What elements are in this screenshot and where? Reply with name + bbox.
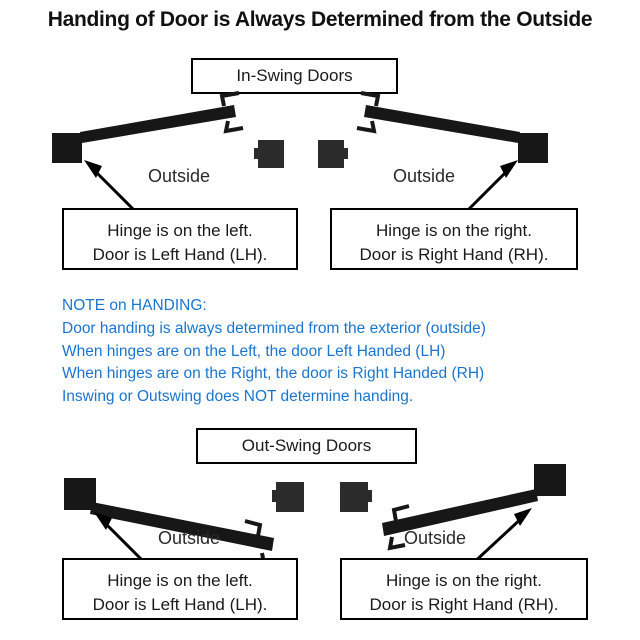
outside-label-inswing-left: Outside <box>148 166 211 186</box>
callout-inswing-left: Hinge is on the left. Door is Left Hand … <box>62 208 298 270</box>
hinge-block-icon <box>64 478 96 510</box>
outside-label-inswing-right: Outside <box>393 166 456 186</box>
section-header-inswing: In-Swing Doors <box>191 58 398 94</box>
callout-line-1: Hinge is on the left. <box>107 571 253 590</box>
outside-label-outswing-right: Outside <box>404 528 467 548</box>
hinge-block-icon <box>518 133 548 163</box>
door-slab-icon <box>80 105 236 143</box>
callout-inswing-right: Hinge is on the right. Door is Right Han… <box>330 208 578 270</box>
callout-line-2: Door is Left Hand (LH). <box>92 595 268 615</box>
callout-line-1: Hinge is on the right. <box>376 221 532 240</box>
callout-line-1: Hinge is on the right. <box>386 571 542 590</box>
callout-line-2: Door is Left Hand (LH). <box>92 245 268 265</box>
hinge-block-icon <box>52 133 82 163</box>
section-header-outswing: Out-Swing Doors <box>196 428 417 464</box>
note-on-handing-block: NOTE on HANDING: Door handing is always … <box>62 295 602 409</box>
callout-outswing-left: Hinge is on the left. Door is Left Hand … <box>62 558 298 620</box>
door-slab-icon <box>364 105 520 143</box>
door-handle-icon <box>356 91 381 134</box>
center-jamb-blocks-outswing <box>272 482 372 512</box>
outside-label-outswing-left: Outside <box>158 528 221 548</box>
note-line-2: Door handing is always determined from t… <box>62 319 486 337</box>
door-handle-icon <box>219 91 244 134</box>
page-title: Handing of Door is Always Determined fro… <box>47 8 593 31</box>
callout-line-1: Hinge is on the left. <box>107 221 253 240</box>
outswing-right-door <box>382 464 566 568</box>
inswing-left-door <box>52 91 244 218</box>
center-jamb-blocks-inswing <box>254 140 348 168</box>
note-line-3: When hinges are on the Left, the door Le… <box>62 342 446 360</box>
callout-line-2: Door is Right Hand (RH). <box>359 245 549 265</box>
inswing-right-door <box>356 91 548 218</box>
note-line-4: When hinges are on the Right, the door i… <box>62 365 485 383</box>
hinge-block-icon <box>534 464 566 496</box>
note-line-5: Inswing or Outswing does NOT determine h… <box>62 388 414 406</box>
note-line-1: NOTE on HANDING: <box>62 297 207 314</box>
callout-outswing-right: Hinge is on the right. Door is Right Han… <box>340 558 588 620</box>
outswing-left-door <box>64 478 274 568</box>
callout-line-2: Door is Right Hand (RH). <box>369 595 559 615</box>
